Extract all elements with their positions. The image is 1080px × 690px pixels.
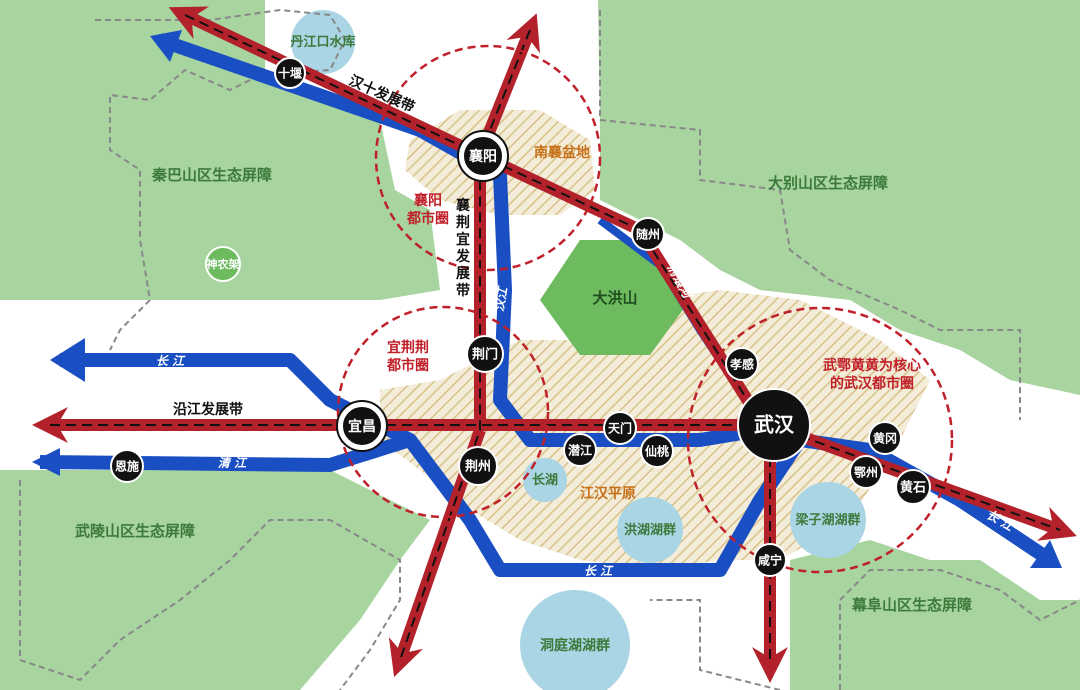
city-enshi: [110, 449, 144, 483]
city-xianning: [753, 543, 787, 577]
city-xiangyang: [462, 135, 504, 177]
metro-circles: [336, 44, 954, 574]
city-huangshi: [895, 469, 931, 505]
label-qingjiang: 清 江: [218, 456, 248, 470]
label-jingzhou: 荆州: [465, 459, 491, 475]
label-danjiangkou: 丹江口水库: [290, 34, 355, 50]
label-shennongjia: 神农架: [207, 257, 240, 271]
shennongjia-marker: [205, 246, 241, 282]
wuling-region: [0, 470, 430, 690]
city-suizhou: [631, 217, 665, 251]
wuhan-circle: [686, 306, 954, 574]
province-boundary: [19, 8, 1080, 690]
city-yichang: [341, 405, 383, 447]
city-markers: [110, 57, 931, 577]
label-huanggang: 黄冈: [873, 431, 897, 446]
xiangjingyi-dash: [399, 29, 531, 661]
label-dahongshan: 大洪山: [592, 289, 637, 307]
label-shiyan: 十堰: [278, 66, 302, 81]
danjiangkou-reservoir: [291, 10, 355, 74]
dahongshan-mountain: [540, 240, 690, 355]
label-jingmen: 荆门: [472, 347, 498, 363]
label-yanjiang: 沿江发展带: [173, 401, 243, 418]
label-yangtze-west: 长 江: [156, 354, 186, 368]
label-yijingjing-circle: 宜荆荆都市圈: [386, 339, 429, 374]
label-huangshi: 黄石: [900, 480, 926, 496]
xiangyang-circle: [374, 44, 602, 272]
yangtze-arrow-east: [1030, 540, 1062, 568]
city-qianjiang: [563, 433, 597, 467]
label-dabie: 大别山区生态屏障: [768, 174, 888, 192]
label-wuhan: 武汉: [754, 413, 795, 437]
label-yangtze-south: 长 江: [584, 564, 614, 578]
city-ezhou: [849, 455, 883, 489]
label-ezhou: 鄂州: [854, 466, 878, 480]
dabie-region: [598, 0, 1080, 395]
label-xiangjingyi: 襄荆宜发展带: [455, 197, 471, 299]
hanshi-dash: [184, 14, 761, 421]
label-hanjiang: 汉江: [492, 284, 510, 312]
label-xianning: 咸宁: [758, 553, 782, 568]
city-wuhan: [737, 388, 811, 462]
qinba-region: [0, 0, 440, 300]
yangtze-arrow-west: [50, 338, 85, 382]
dongting-lakes: [520, 590, 630, 690]
label-enshi: 恩施: [115, 459, 139, 474]
city-huanggang: [868, 421, 902, 455]
city-xiaogan: [725, 347, 759, 381]
label-wuling: 武陵山区生态屏障: [75, 522, 195, 540]
city-shiyan: [274, 57, 306, 89]
label-jianghan: 江汉平原: [580, 485, 636, 502]
label-dongting: 洞庭湖湖群: [540, 637, 610, 654]
label-xiantao: 仙桃: [645, 444, 669, 459]
label-suizhou: 随州: [636, 227, 660, 242]
label-changhu: 长湖: [532, 472, 558, 488]
label-mufu: 幕阜山区生态屏障: [851, 596, 972, 614]
label-xiangyang-circle: 襄阳都市圈: [406, 192, 449, 227]
label-qianjiang: 潜江: [568, 443, 592, 458]
label-qinba: 秦巴山区生态屏障: [151, 166, 272, 184]
city-jingzhou: [458, 446, 498, 486]
label-tianmen: 天门: [608, 421, 632, 436]
label-wuhan-circle: 武鄂黄黄为核心的武汉都市圈: [823, 357, 921, 392]
city-xiantao: [640, 434, 674, 468]
label-honghu: 洪湖湖群: [624, 522, 676, 538]
label-xiangyang: 襄阳: [468, 148, 497, 165]
city-jingmen: [466, 335, 504, 373]
label-xiangjingyi-vertical: 襄荆宜发展带: [455, 197, 471, 299]
label-liangzi: 梁子湖湖群: [794, 512, 860, 528]
label-yichang: 宜昌: [348, 418, 376, 435]
label-xiaogan: 孝感: [729, 357, 754, 372]
label-nanxiang: 南襄盆地: [534, 144, 590, 161]
city-tianmen: [603, 411, 637, 445]
yijingjing-circle: [336, 305, 550, 519]
